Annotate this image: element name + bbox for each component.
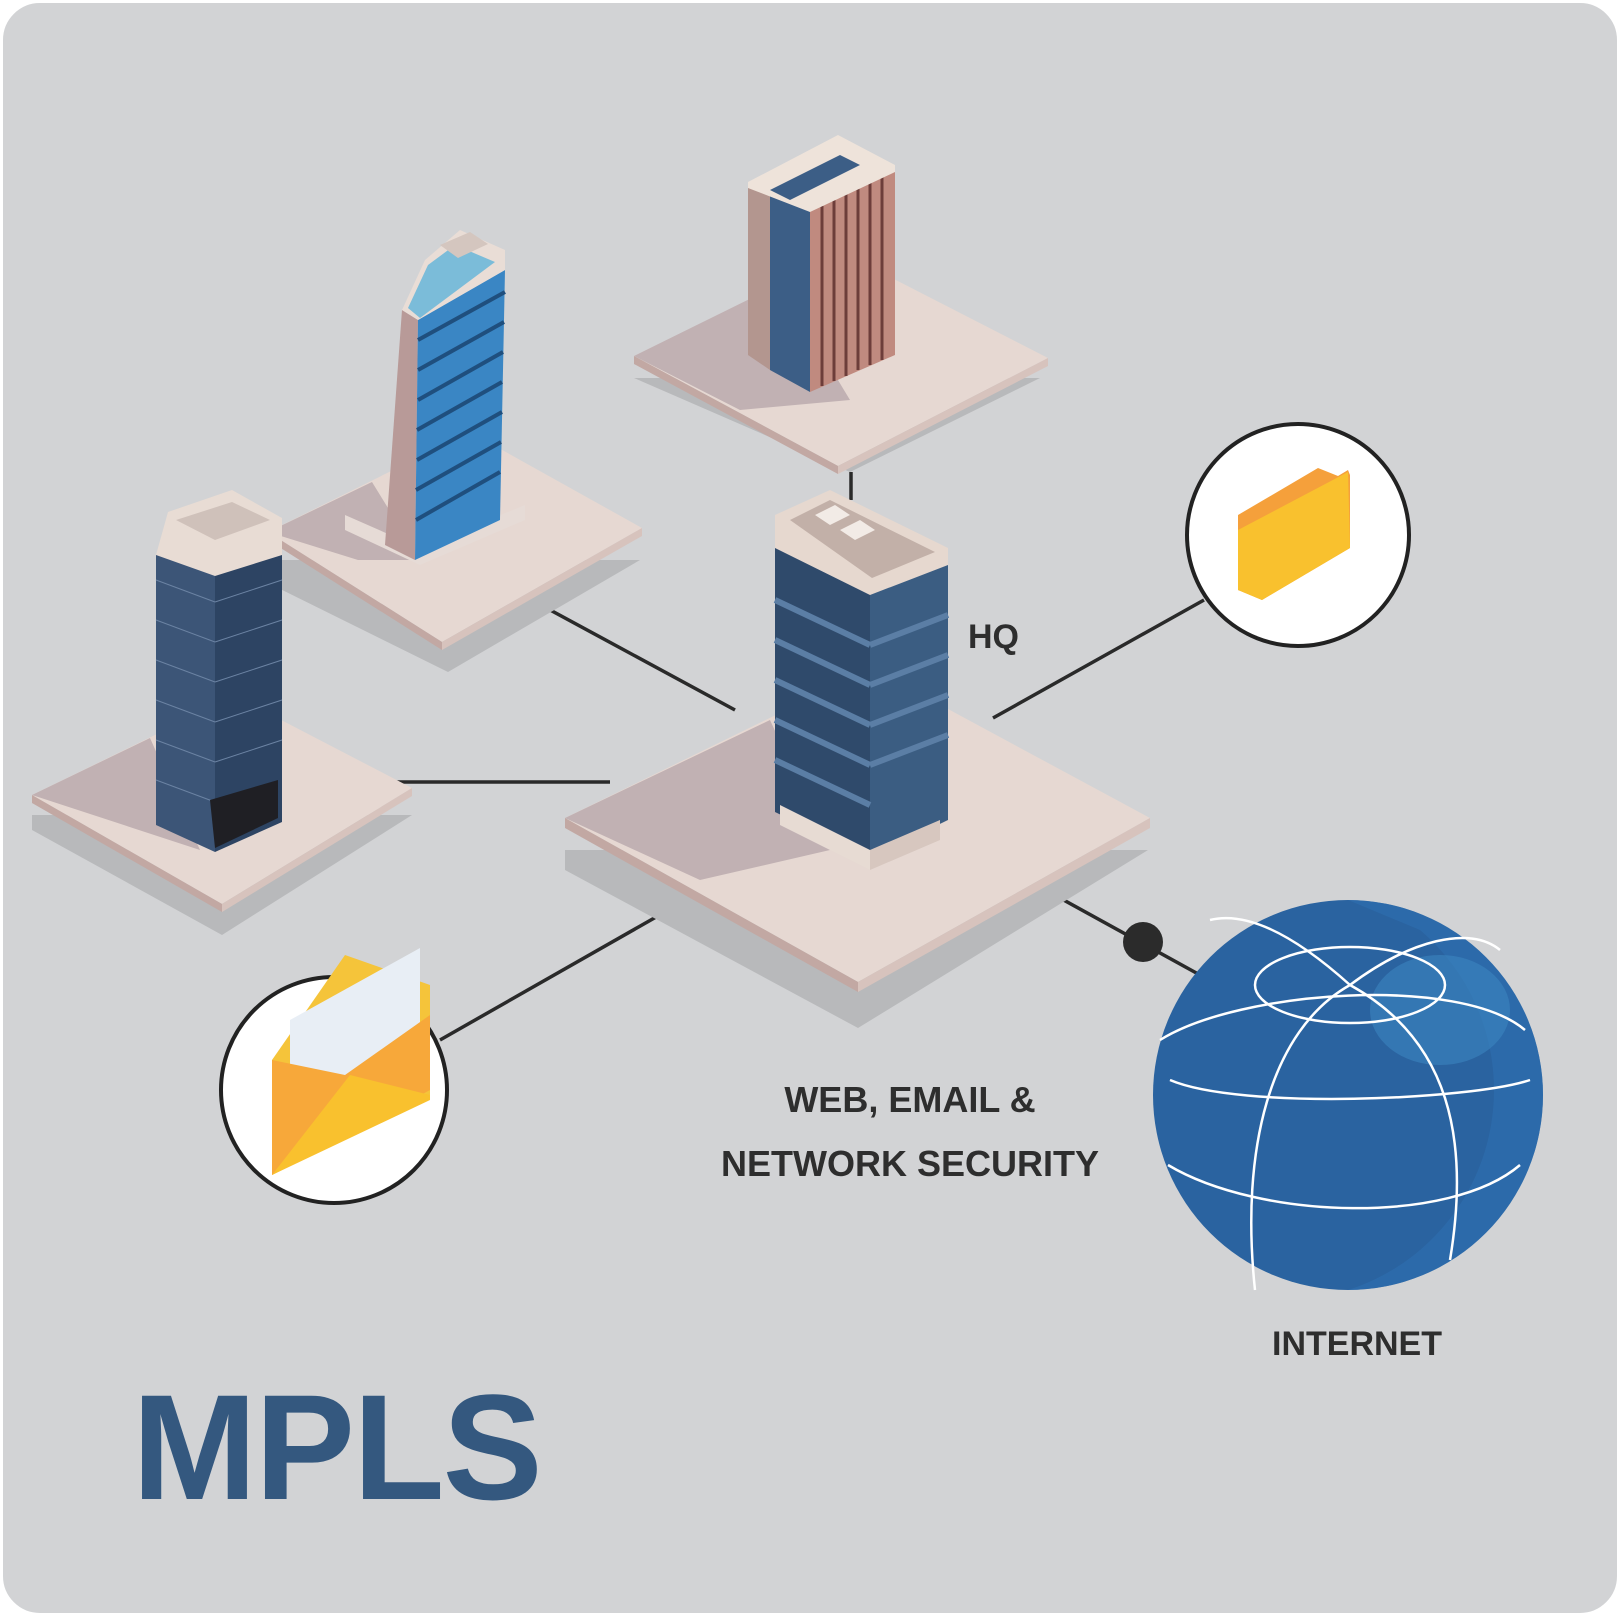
link-email-hq (439, 894, 694, 1042)
link-tower-hq (527, 596, 736, 712)
services-label: WEB, EMAIL & NETWORK SECURITY (700, 1068, 1120, 1196)
folder-icon (1238, 468, 1350, 600)
internet-link-node (1123, 922, 1163, 962)
folder-bubble (1185, 422, 1411, 648)
services-label-line2: NETWORK SECURITY (721, 1143, 1099, 1184)
connection-lines (395, 472, 1205, 1042)
internet-label: INTERNET (1272, 1325, 1442, 1363)
hq-building-icon (773, 490, 950, 870)
email-bubble (219, 948, 449, 1205)
link-internet-hq (1039, 885, 1201, 977)
office-tower-icon (155, 490, 283, 852)
diagram-title: MPLS (132, 1363, 543, 1531)
office-block-icon (748, 135, 895, 392)
link-folder-hq (992, 598, 1205, 720)
globe-icon (1153, 900, 1543, 1291)
hq-label: HQ (968, 618, 1019, 656)
skyscraper-icon (345, 230, 525, 565)
email-envelope-icon (272, 948, 430, 1175)
services-label-line1: WEB, EMAIL & (784, 1079, 1036, 1120)
